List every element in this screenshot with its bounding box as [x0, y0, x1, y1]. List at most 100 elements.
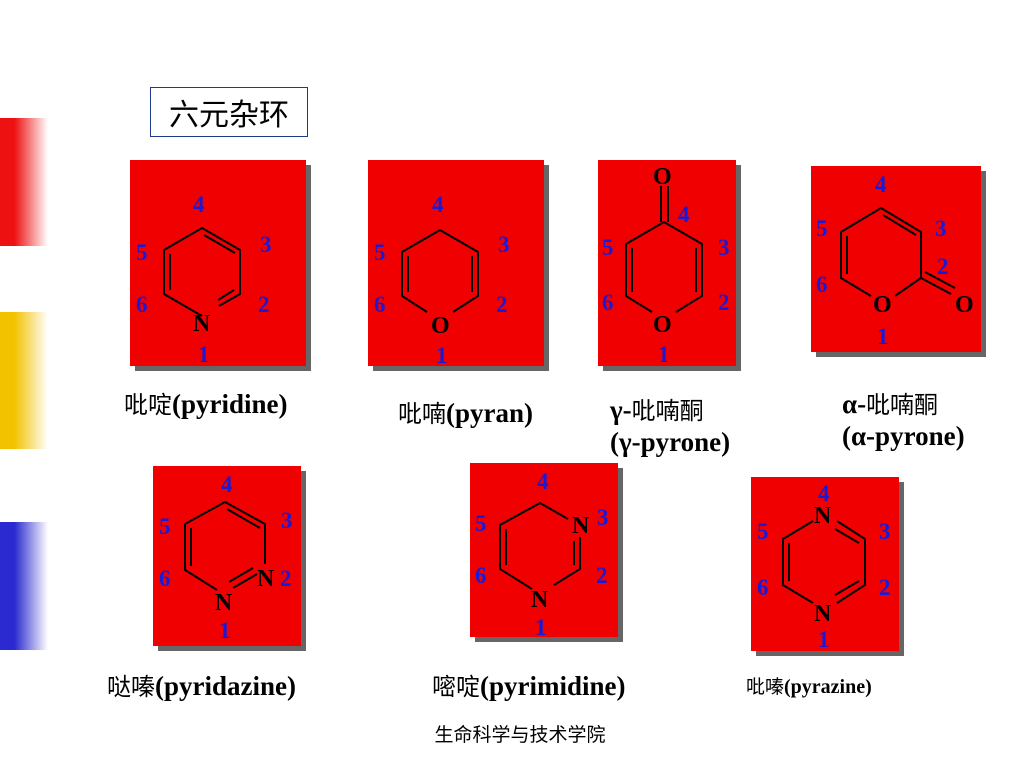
atom-n-1: N — [531, 587, 549, 613]
structure-alpha-pyrone: O O 1 2 3 4 5 6 — [811, 166, 987, 358]
atom-n-1: N — [814, 601, 832, 627]
caption-gamma-pyrone: γ-吡喃酮 (γ-pyrone) — [610, 394, 730, 459]
atom-num-4: 4 — [432, 192, 444, 217]
atom-num-6: 6 — [475, 563, 487, 588]
atom-carbonyl-o: O — [653, 164, 672, 190]
caption-pyran: 吡喃(pyran) — [398, 397, 533, 429]
atom-num-2: 2 — [496, 292, 508, 317]
structure-pyran: O 1 2 3 4 5 6 — [368, 160, 550, 372]
structure-alpha-pyrone-svg: O O 1 2 3 4 5 6 — [811, 166, 986, 357]
structure-pyridazine: N N 1 2 3 4 5 6 — [153, 466, 307, 652]
atom-num-5: 5 — [136, 240, 148, 265]
atom-num-4: 4 — [193, 192, 205, 217]
caption-gamma-prefix: γ- — [610, 395, 632, 425]
atom-num-3: 3 — [498, 232, 510, 257]
caption-pyrimidine-chinese: 嘧啶 — [432, 673, 480, 701]
atom-num-4: 4 — [818, 481, 830, 506]
atom-num-5: 5 — [602, 235, 614, 260]
structure-gamma-pyrone-svg: O O 1 2 3 4 5 6 — [598, 160, 741, 371]
atom-n-3: N — [572, 513, 590, 539]
caption-pyridazine-chinese: 哒嗪 — [107, 673, 155, 701]
atom-num-5: 5 — [374, 240, 386, 265]
atom-num-1: 1 — [658, 342, 670, 367]
structure-pyrazine-svg: N N 1 2 3 4 5 6 — [751, 477, 904, 656]
atom-ring-o: O — [873, 292, 892, 318]
atom-num-4: 4 — [678, 202, 690, 227]
atom-num-6: 6 — [757, 575, 769, 600]
atom-num-6: 6 — [816, 272, 828, 297]
atom-num-3: 3 — [935, 216, 947, 241]
structure-pyrimidine-svg: N N 1 2 3 4 5 6 — [470, 463, 623, 642]
sidebar-strip-blue — [0, 522, 48, 650]
atom-num-2: 2 — [280, 566, 292, 591]
card-pyran — [368, 160, 544, 366]
atom-num-2: 2 — [937, 254, 949, 279]
structure-pyran-svg: O 1 2 3 4 5 6 — [368, 160, 549, 371]
atom-num-3: 3 — [281, 508, 293, 533]
caption-alpha-pyrone-line1: α-吡喃酮 — [842, 388, 965, 420]
atom-num-3: 3 — [718, 235, 730, 260]
atom-num-6: 6 — [374, 292, 386, 317]
atom-num-3: 3 — [597, 505, 609, 530]
card-pyridine — [130, 160, 306, 366]
atom-num-4: 4 — [875, 172, 887, 197]
footer-institution: 生命科学与技术学院 — [434, 724, 606, 746]
structure-pyrimidine: N N 1 2 3 4 5 6 — [470, 463, 624, 643]
atom-o: O — [431, 313, 450, 339]
atom-num-1: 1 — [818, 627, 830, 652]
atom-num-5: 5 — [816, 216, 828, 241]
card-pyridazine — [153, 466, 301, 646]
atom-num-5: 5 — [757, 519, 769, 544]
atom-num-5: 5 — [159, 514, 171, 539]
atom-num-1: 1 — [198, 342, 210, 367]
structure-pyridazine-svg: N N 1 2 3 4 5 6 — [153, 466, 306, 651]
caption-gamma-chinese: 吡喃酮 — [631, 397, 704, 425]
structure-pyridine-svg: N 1 2 3 4 5 6 — [130, 160, 311, 371]
atom-num-3: 3 — [879, 519, 891, 544]
atom-num-6: 6 — [602, 290, 614, 315]
atom-num-6: 6 — [159, 566, 171, 591]
atom-num-1: 1 — [877, 324, 889, 349]
caption-pyran-latin: (pyran) — [446, 398, 533, 428]
caption-alpha-pyrone: α-吡喃酮 (α-pyrone) — [842, 388, 965, 453]
atom-n-4: N — [814, 503, 832, 529]
atom-num-5: 5 — [475, 511, 487, 536]
atom-num-3: 3 — [260, 232, 272, 257]
atom-num-4: 4 — [537, 469, 549, 494]
atom-num-1: 1 — [535, 615, 547, 640]
atom-num-2: 2 — [258, 292, 270, 317]
atom-carbonyl-o: O — [955, 292, 974, 318]
atom-n-2: N — [257, 566, 275, 592]
caption-pyrimidine-latin: (pyrimidine) — [480, 671, 626, 701]
caption-pyran-chinese: 吡喃 — [398, 400, 446, 428]
sidebar-strip-red — [0, 118, 48, 246]
caption-gamma-pyrone-line1: γ-吡喃酮 — [610, 394, 730, 426]
atom-num-2: 2 — [879, 575, 891, 600]
caption-alpha-prefix: α- — [842, 389, 867, 419]
atom-n: N — [193, 311, 211, 337]
card-alpha-pyrone — [811, 166, 981, 352]
caption-alpha-pyrone-line2: (α-pyrone) — [842, 421, 965, 452]
atom-num-6: 6 — [136, 292, 148, 317]
caption-pyridine: 吡啶(pyridine) — [124, 388, 288, 420]
caption-pyridazine-latin: (pyridazine) — [155, 671, 296, 701]
atom-ring-o: O — [653, 312, 672, 338]
structure-pyrazine: N N 1 2 3 4 5 6 — [751, 477, 905, 657]
structure-gamma-pyrone: O O 1 2 3 4 5 6 — [598, 160, 742, 372]
atom-num-1: 1 — [436, 343, 448, 368]
caption-pyrazine-chinese: 吡嗪 — [746, 676, 785, 698]
caption-pyridazine: 哒嗪(pyridazine) — [107, 670, 296, 702]
card-pyrimidine — [470, 463, 618, 637]
caption-pyridine-latin: (pyridine) — [172, 389, 288, 419]
slide-title: 六元杂环 — [150, 87, 308, 137]
structure-pyridine: N 1 2 3 4 5 6 — [130, 160, 312, 372]
caption-pyrazine: 吡嗪(pyrazine) — [746, 675, 872, 699]
atom-num-1: 1 — [219, 618, 231, 643]
caption-alpha-chinese: 吡喃酮 — [866, 391, 939, 419]
caption-pyrimidine: 嘧啶(pyrimidine) — [432, 670, 626, 702]
caption-gamma-pyrone-line2: (γ-pyrone) — [610, 427, 731, 458]
caption-pyrazine-latin: (pyrazine) — [784, 676, 872, 698]
atom-num-2: 2 — [718, 290, 730, 315]
atom-n-1: N — [215, 590, 233, 616]
card-pyrazine — [751, 477, 899, 651]
